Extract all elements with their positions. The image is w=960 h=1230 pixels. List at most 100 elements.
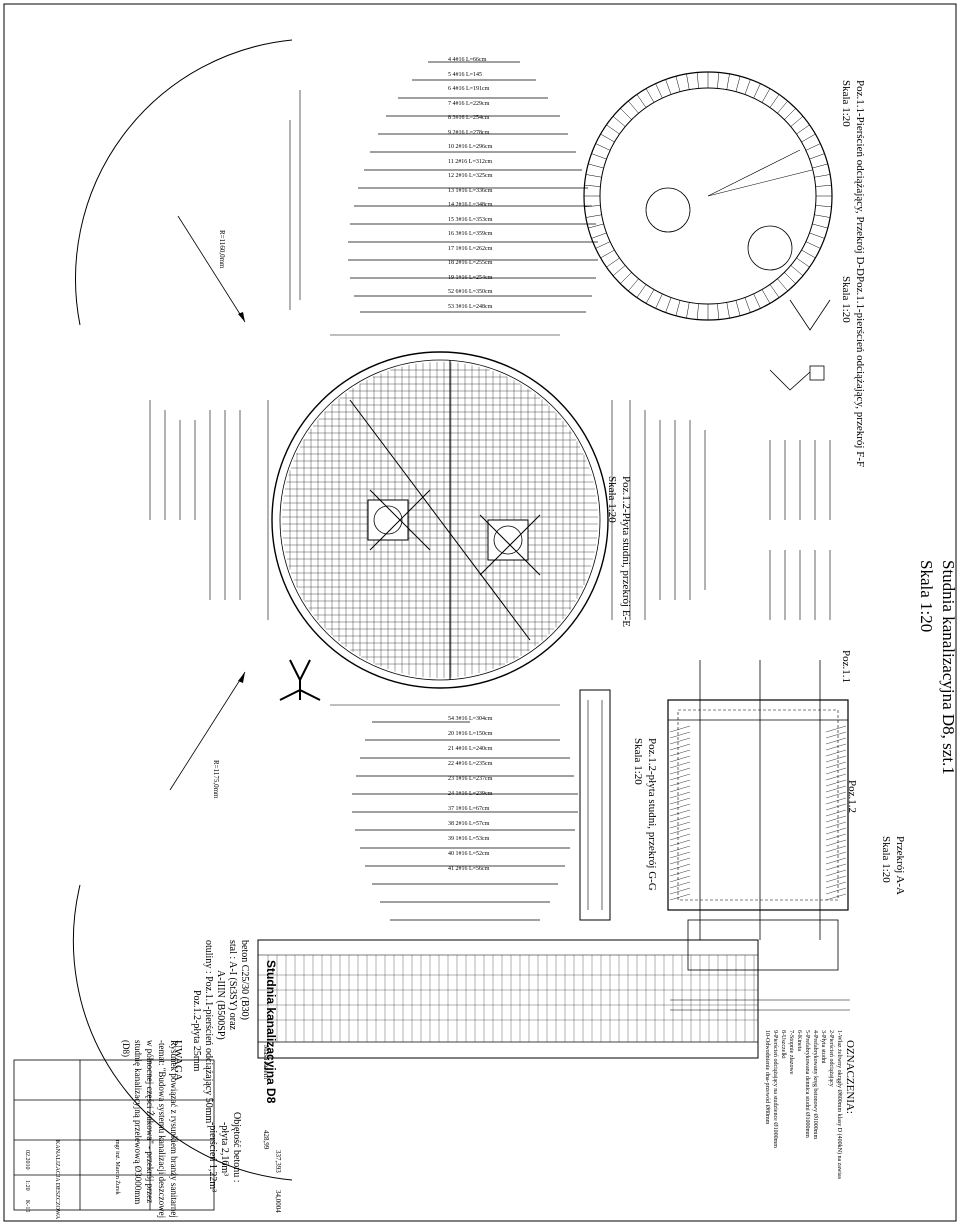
hatch-line <box>825 875 847 883</box>
hatch-line <box>669 887 691 895</box>
ring-tick <box>726 302 730 319</box>
ring-tick <box>588 163 604 169</box>
bar-lines-top <box>348 61 598 313</box>
hatch-line <box>669 785 691 793</box>
hatch-line <box>825 779 847 787</box>
bar-label: 7 4#16 L=229cm <box>448 100 490 107</box>
ring-tick <box>636 94 647 108</box>
volume-line-1: -płyta 2,16m³ <box>219 1122 230 1177</box>
note-item: 6-Kineta <box>796 1030 802 1051</box>
section-hatching <box>669 725 847 901</box>
ring-tick <box>753 293 761 309</box>
label-poz12: Poz.1.2 <box>846 780 858 813</box>
ring-tick <box>753 83 761 99</box>
bar-label: 14 2#16 L=348cm <box>448 202 493 208</box>
ring-tick <box>655 293 663 309</box>
label-ring-ff: Poz.1.1-pierścień odciążający, przekrój … <box>854 276 866 468</box>
concrete-line-1: beton C25/30 (B30) <box>239 940 250 1020</box>
bar-lines-top-b <box>289 90 301 310</box>
hatch-line <box>669 815 691 823</box>
hatch-line <box>669 827 691 835</box>
ring-tick <box>761 289 771 304</box>
hatch-line <box>669 857 691 865</box>
hatch-line <box>669 737 691 745</box>
sheet-title: Studnia kanalizacyjna D8, szt.1 <box>939 560 958 775</box>
notes-heading: OZNACZENIA: <box>844 1040 856 1114</box>
uwaga-text: Rysunek powiązać z rysunkiem branży sani… <box>121 1040 179 1219</box>
ring-tick <box>584 205 601 208</box>
bar-label: 37 1#16 L=67cm <box>448 806 490 812</box>
hatch-line <box>825 803 847 811</box>
ring-tick <box>612 265 626 276</box>
hatch-line <box>825 749 847 757</box>
ring-tick <box>696 72 699 89</box>
ring-tick <box>600 133 615 143</box>
ring-tick <box>812 223 828 229</box>
ring-tick <box>801 249 816 259</box>
ring-tick <box>612 116 626 127</box>
tb-designer: mgr inż. Marcin Żurek <box>114 1140 120 1195</box>
bar-label: 15 3#16 L=353cm <box>448 216 493 223</box>
table-total-label: Masa razem <box>262 1045 270 1080</box>
ring-tick <box>606 124 620 135</box>
radius-line-2 <box>169 671 246 791</box>
hatch-line <box>669 863 691 871</box>
bar-label: 12 2#16 L=325cm <box>448 173 493 179</box>
volume-heading: Objętość betonu : <box>231 1112 242 1183</box>
arrow-2 <box>238 672 245 683</box>
label-ring-dd: Poz.1.1-Pierścień odciążający, Przekrój … <box>854 80 866 276</box>
ring-tick <box>655 83 663 99</box>
tb-sheet: K-15 <box>24 1200 30 1213</box>
bar-lines-bottom <box>352 721 578 921</box>
hatch-line <box>669 803 691 811</box>
hatch-line <box>825 785 847 793</box>
hatch-line <box>825 737 847 745</box>
ring-tick <box>665 79 672 95</box>
hatch-line <box>669 869 691 877</box>
hatch-line <box>669 743 691 751</box>
ring-tick <box>645 88 655 103</box>
ring-tick <box>595 241 611 249</box>
hatch-line <box>825 797 847 805</box>
ring-tick <box>812 163 828 169</box>
label-slab-ee: Poz.1.2-Płyta studni, przekrój E-E <box>620 476 632 627</box>
concrete-line-2: stal : A-I (St3SY) oraz <box>227 940 238 1030</box>
bar-label: 16 3#16 L=359cm <box>448 231 493 237</box>
ring-tick <box>769 284 780 298</box>
bar-label: 40 1#16 L=52cm <box>448 851 490 857</box>
hatch-line <box>669 731 691 739</box>
ring-tick <box>809 153 825 160</box>
hatch-line <box>825 773 847 781</box>
scale-ring-ff: Skala 1:20 <box>840 276 852 323</box>
ring-tick <box>585 174 602 178</box>
tb-scale: 1:20 <box>24 1180 30 1191</box>
volume-line-2: -pierścień 1,22m³ <box>207 1122 218 1193</box>
hatch-line <box>825 827 847 835</box>
ring-tick <box>777 278 788 292</box>
ring-tick <box>584 184 601 187</box>
tb-date: 02.2010 <box>24 1150 30 1170</box>
note-item: 4-Prefabrykowany kręg betonowy Ø1000mm <box>812 1030 818 1140</box>
ring-tick <box>628 278 639 292</box>
ring-tick <box>790 265 804 276</box>
bar-label: 18 2#16 L=255cm <box>448 260 493 266</box>
bar-label: 19 1#16 L=254cm <box>448 274 493 281</box>
ring-tick <box>809 232 825 239</box>
bar-label: 41 2#16 L=56cm <box>448 866 490 872</box>
ring-tick <box>585 214 602 218</box>
ring-tick <box>735 300 741 316</box>
note-item: 5-Prefabrykowana dennica studni Ø1000mm <box>804 1030 810 1138</box>
ring-ticks <box>584 72 832 320</box>
ring-tick <box>717 72 720 89</box>
ring-tick <box>790 116 804 127</box>
hatch-line <box>669 767 691 775</box>
hatch-line <box>825 821 847 829</box>
hatch-line <box>669 875 691 883</box>
bar-label: 38 2#16 L=57cm <box>448 821 490 827</box>
label-poz11: Poz.1.1 <box>840 650 852 683</box>
table-total: 428,99 <box>262 1130 270 1150</box>
scale-slab-ee: Skala 1:20 <box>606 476 618 523</box>
ring-tick <box>645 289 655 304</box>
bar-label: 22 4#16 L=235cm <box>448 761 493 767</box>
ring-tick <box>744 297 751 313</box>
